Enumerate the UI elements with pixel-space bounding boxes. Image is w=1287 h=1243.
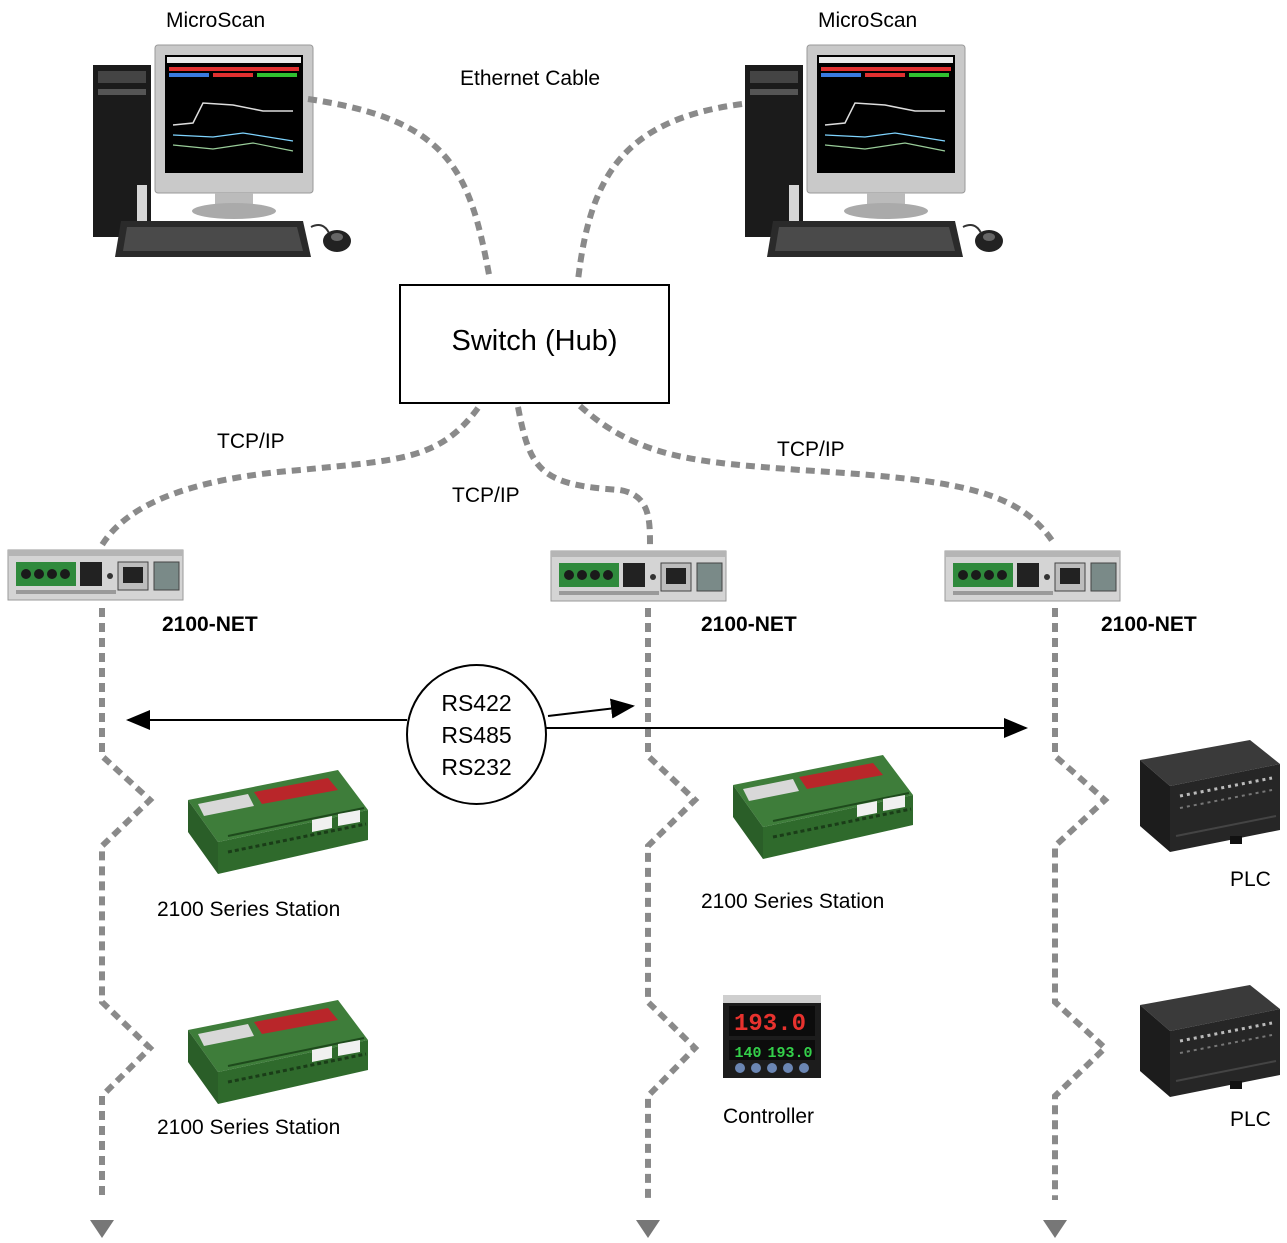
device-right-2-label: PLC [1230, 1108, 1271, 1131]
ethernet-cable-right [575, 101, 743, 281]
tcpip-cable-right [577, 403, 1058, 547]
station-image-left-2 [186, 998, 370, 1106]
device-left-1-label: 2100 Series Station [157, 898, 341, 921]
plc-image-2 [1138, 983, 1282, 1099]
station-image-center-1 [731, 753, 915, 861]
device-right-1-label: PLC [1230, 868, 1271, 891]
protocol-rs232: RS232 [441, 753, 512, 780]
gateway-right-label: 2100-NET [1101, 613, 1197, 636]
bus-end-arrow-center [636, 1220, 660, 1238]
serial-bus-right [1052, 608, 1110, 1200]
gateway-center-image [550, 550, 727, 602]
gateway-center-label: 2100-NET [701, 613, 797, 636]
gateway-left-label: 2100-NET [162, 613, 258, 636]
protocol-rs485: RS485 [441, 721, 512, 748]
bus-end-arrow-right [1043, 1220, 1067, 1238]
controller-sv-a: 140 [734, 1045, 761, 1062]
protocol-rs422: RS422 [441, 689, 512, 716]
tcpip-cable-center [515, 406, 653, 546]
ethernet-cable-label: Ethernet Cable [460, 67, 601, 90]
computer-left-label: MicroScan [166, 9, 266, 32]
tcpip-label-right: TCP/IP [777, 438, 845, 461]
tcpip-cable-left [99, 406, 481, 547]
computer-left-image [92, 44, 352, 258]
serial-bus-center [645, 608, 700, 1200]
device-left-2-label: 2100 Series Station [157, 1116, 341, 1139]
gateway-left-image [7, 549, 184, 601]
rs-arrow-center [547, 698, 635, 719]
controller-pv: 193.0 [734, 1011, 806, 1038]
plc-image-1 [1138, 738, 1282, 854]
ethernet-cable-left [307, 96, 493, 281]
station-image-left-1 [186, 768, 370, 876]
controller-image: 193.0 140 193.0 [723, 995, 821, 1078]
device-center-2-label: Controller [723, 1105, 815, 1128]
gateway-right-image [944, 550, 1121, 602]
tcpip-label-left: TCP/IP [217, 430, 285, 453]
switch-box [399, 284, 670, 404]
computer-right-image [744, 44, 1004, 258]
switch-label: Switch (Hub) [451, 325, 618, 357]
computer-right-label: MicroScan [818, 9, 918, 32]
serial-bus-left [99, 608, 155, 1200]
tcpip-label-center: TCP/IP [452, 484, 520, 507]
device-center-1-label: 2100 Series Station [701, 890, 885, 913]
bus-end-arrow-left [90, 1220, 114, 1238]
controller-sv-b: 193.0 [767, 1045, 812, 1062]
serial-protocol-circle: RS422 RS485 RS232 [406, 664, 547, 805]
